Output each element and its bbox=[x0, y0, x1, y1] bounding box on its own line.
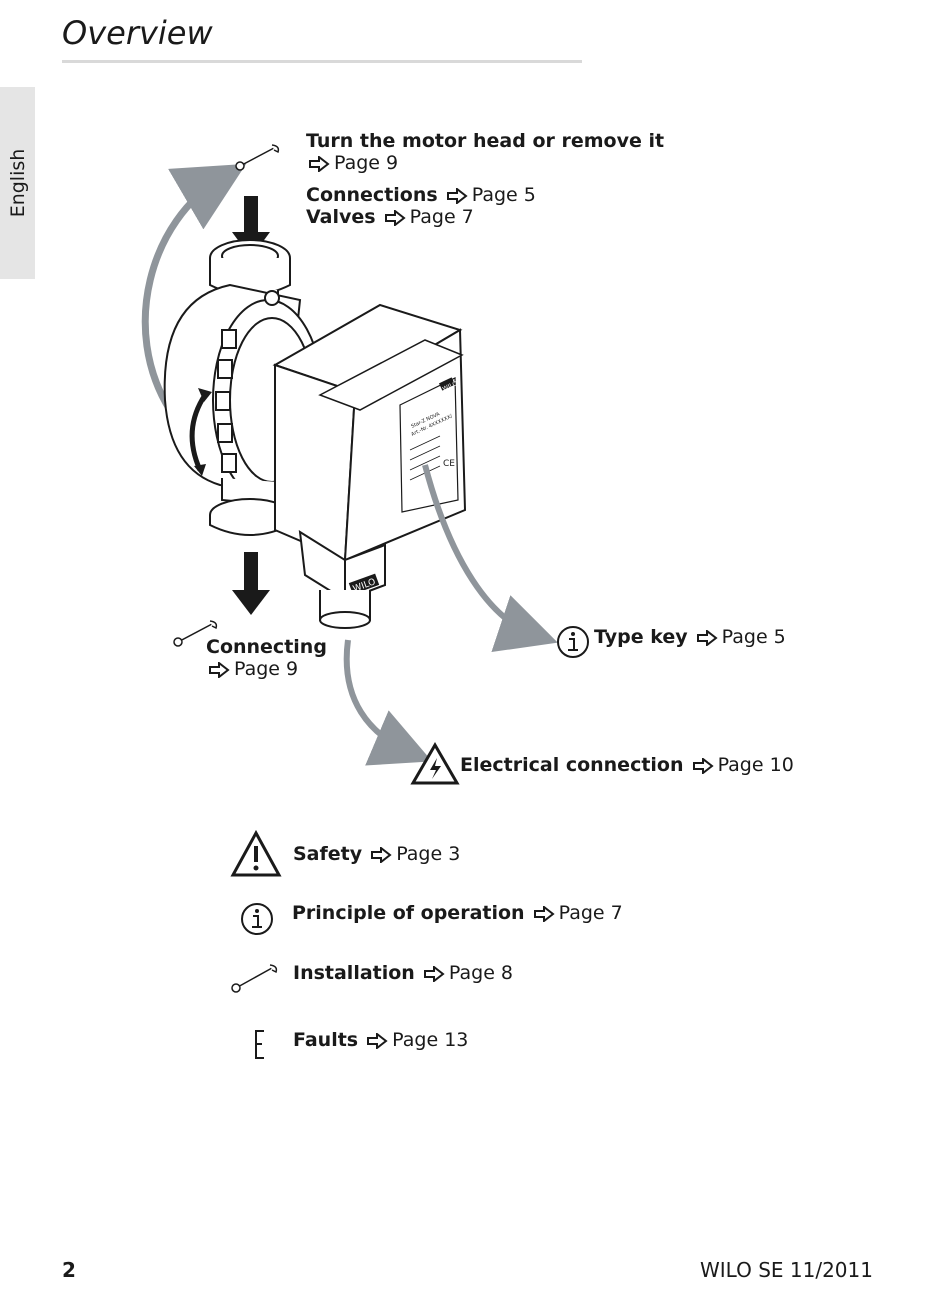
info-icon bbox=[557, 626, 589, 658]
flow-out-arrow bbox=[232, 552, 270, 615]
pump-illustration: WILO Star-Z NOVA Art.-Nr. 4XXXXXX/ CE WI… bbox=[141, 163, 558, 766]
electrical-arrow bbox=[343, 639, 433, 766]
title-divider bbox=[62, 60, 582, 63]
callout-connecting: Connecting Page 9 bbox=[206, 636, 327, 680]
arrow-right-icon bbox=[309, 156, 330, 172]
info-icon bbox=[241, 903, 273, 935]
publisher-footer: WILO SE 11/2011 bbox=[700, 1258, 873, 1282]
language-tab-label: English bbox=[6, 148, 29, 218]
callout-electrical: Electrical connection Page 10 bbox=[460, 754, 794, 776]
arrow-right-icon bbox=[423, 966, 445, 982]
legend-installation: Installation Page 8 bbox=[293, 962, 514, 984]
arrow-right-icon bbox=[371, 847, 392, 863]
wrench-icon bbox=[235, 144, 280, 171]
arrow-right-icon bbox=[533, 906, 555, 922]
high-voltage-warning-icon bbox=[410, 742, 460, 785]
page-title: Overview bbox=[62, 14, 213, 52]
legend-safety: Safety Page 3 bbox=[293, 843, 461, 865]
svg-text:CE: CE bbox=[443, 459, 455, 469]
legend-faults: Faults Page 13 bbox=[293, 1029, 469, 1051]
type-key-arrow bbox=[422, 464, 558, 653]
warning-icon bbox=[230, 830, 282, 877]
arrow-right-icon bbox=[384, 210, 406, 226]
rotate-motor-arrow bbox=[141, 163, 247, 412]
page-number: 2 bbox=[62, 1258, 76, 1282]
callout-turn-head: Turn the motor head or remove it Page 9 bbox=[306, 130, 665, 174]
wrench-icon bbox=[173, 620, 218, 647]
callout-valves: Valves Page 7 bbox=[306, 206, 474, 228]
callout-connections: Connections Page 5 bbox=[306, 184, 536, 206]
language-tab: English bbox=[0, 87, 35, 279]
wrench-icon bbox=[231, 964, 278, 993]
fault-display-icon bbox=[255, 1030, 264, 1059]
callout-type-key: Type key Page 5 bbox=[594, 626, 786, 648]
arrow-right-icon bbox=[692, 758, 714, 774]
arrow-right-icon bbox=[696, 630, 718, 646]
arrow-right-icon bbox=[446, 188, 468, 204]
arrow-right-icon bbox=[209, 662, 230, 678]
legend-principle: Principle of operation Page 7 bbox=[292, 902, 623, 924]
arrow-right-icon bbox=[367, 1033, 388, 1049]
